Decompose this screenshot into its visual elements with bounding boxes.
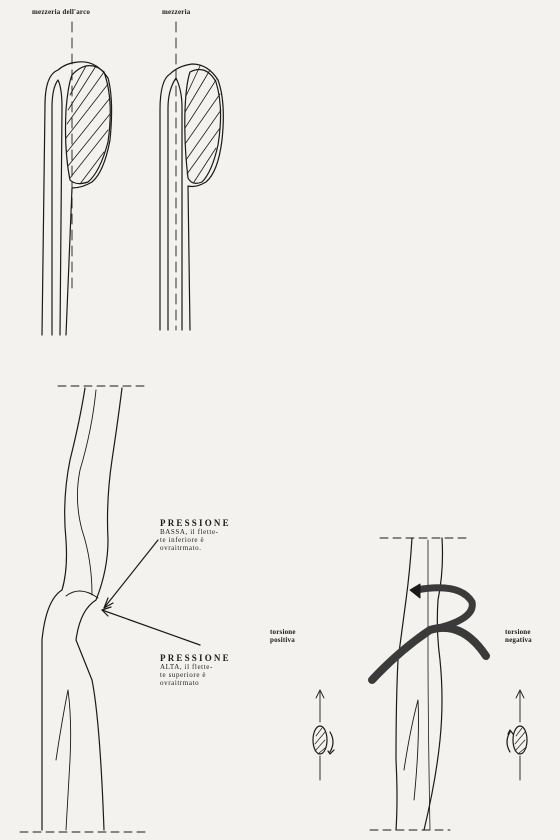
hatch-left <box>66 66 110 184</box>
low-pressure-heading: PRESSIONE <box>160 518 231 528</box>
positive-torsion-line2: positiva <box>270 636 296 644</box>
high-pressure-note: PRESSIONE ALTA, il flette- te superiore … <box>160 653 231 687</box>
limb-lower-edge <box>56 690 71 830</box>
bottom-left-figure <box>20 386 200 832</box>
limb-middle-lower-edge <box>404 700 419 800</box>
limb-middle-inner <box>428 540 430 830</box>
arrow-high-pressure <box>102 610 200 645</box>
top-right-figure <box>160 22 223 330</box>
high-pressure-line1: ALTA, il flette- <box>160 663 231 671</box>
negative-torsion-line1: torsione <box>505 628 532 636</box>
torsion-icon-negative <box>507 690 527 780</box>
limb-inner-line <box>77 390 96 595</box>
caption-top-left: mezzeria dell'arco <box>32 8 90 16</box>
hatch-right <box>185 66 221 182</box>
joint-knuckle <box>66 591 98 598</box>
positive-torsion-label: torsione positiva <box>270 628 296 644</box>
caption-top-right: mezzeria <box>162 8 190 16</box>
high-pressure-line2: te superiore è <box>160 671 231 679</box>
negative-torsion-label: torsione negativa <box>505 628 532 644</box>
limb-middle-right <box>424 538 443 830</box>
low-pressure-note: PRESSIONE BASSA, il flette- te inferiore… <box>160 518 231 552</box>
low-pressure-line1: BASSA, il flette- <box>160 528 231 536</box>
bottom-middle-figure <box>370 538 486 830</box>
tip-inner-left <box>52 80 62 335</box>
tip-outline-right <box>160 64 223 330</box>
high-pressure-heading: PRESSIONE <box>160 653 231 663</box>
tip-inner-right <box>168 78 182 330</box>
limb-outer-right <box>76 388 122 830</box>
low-pressure-line3: ovraitrmato. <box>160 544 231 552</box>
torsion-band-lower <box>372 628 486 680</box>
arrow-low-pressure <box>104 540 158 608</box>
limb-middle-left <box>396 538 412 830</box>
torsion-icon-positive <box>313 690 334 780</box>
low-pressure-line2: te inferiore è <box>160 536 231 544</box>
top-left-figure <box>42 22 112 335</box>
positive-torsion-line1: torsione <box>270 628 296 636</box>
torsion-band-upper <box>416 588 472 630</box>
torsion-band-arrowhead <box>410 584 420 598</box>
limb-outer-left <box>42 388 85 830</box>
high-pressure-line3: ovraitrmato <box>160 679 231 687</box>
negative-torsion-line2: negativa <box>505 636 532 644</box>
